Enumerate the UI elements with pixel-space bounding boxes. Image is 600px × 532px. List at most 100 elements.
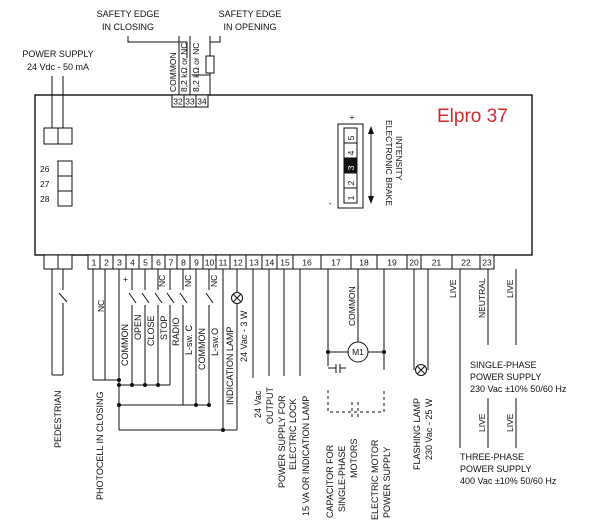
brake-cell-1 xyxy=(343,187,358,204)
brake-num-4: 4 xyxy=(346,150,356,155)
label-plus: + xyxy=(123,274,128,284)
terminal-13-label: 13 xyxy=(249,258,259,268)
top-label-34: 8,2 kΩ or NC xyxy=(191,43,201,92)
label-ps-for-2: ELECTRIC LOCK xyxy=(288,398,298,470)
ped-connector-left xyxy=(43,254,59,270)
label-cap-1: CAPACITOR FOR xyxy=(325,444,335,518)
brake-num-3: 3 xyxy=(346,165,356,170)
safety-opening-label-2: IN OPENING xyxy=(223,22,276,32)
safety-closing-label-1: SAFETY EDGE xyxy=(97,9,160,19)
three-phase-1: THREE-PHASE xyxy=(460,452,524,462)
terminal-10-label: 10 xyxy=(205,258,215,268)
label-lsw-c: L-sw. C xyxy=(184,324,194,355)
label-lsw-o: L-sw.O xyxy=(210,328,220,356)
ps-connector-right xyxy=(57,127,73,145)
switch-stop xyxy=(154,269,163,385)
safety-opening-label-1: SAFETY EDGE xyxy=(219,9,282,19)
label-nc-stop: NC xyxy=(157,275,167,287)
lswc-contact xyxy=(179,292,188,304)
close-contact xyxy=(141,292,150,304)
brake-arrow-up xyxy=(368,126,374,134)
motor-label: M1 xyxy=(352,347,364,357)
label-live-3: LIVE xyxy=(477,413,487,432)
junction-dot xyxy=(117,403,121,407)
ped-connector-right xyxy=(57,254,73,270)
terminal-3-label: 3 xyxy=(117,258,122,268)
brake-plus: + xyxy=(350,112,355,122)
switch-lsw-o xyxy=(205,269,214,405)
ps-connector-left xyxy=(43,127,59,145)
power-supply-label-1: POWER SUPPLY xyxy=(22,49,93,59)
label-close: CLOSE xyxy=(146,315,156,346)
label-neutral: NEUTRAL xyxy=(477,278,487,318)
junction-dot xyxy=(143,383,147,387)
terminal-4-label: 4 xyxy=(130,258,135,268)
label-out-1: 24 Vac xyxy=(253,390,263,418)
brake-minus: - xyxy=(329,198,332,208)
resistor-34 xyxy=(205,55,215,74)
terminal-6-label: 6 xyxy=(156,258,161,268)
safety-closing-label-2: IN CLOSING xyxy=(102,22,154,32)
lamp-cross-2 xyxy=(232,293,242,303)
terminal-17-label: 17 xyxy=(331,258,341,268)
label-out-2: OUTPUT xyxy=(265,387,275,425)
stop-contact xyxy=(154,292,163,304)
radio-contact xyxy=(166,292,175,304)
terminal-5-label: 5 xyxy=(143,258,148,268)
label-ps-for-1: POWER SUPPLY FOR xyxy=(277,395,287,488)
three-phase-2: POWER SUPPLY xyxy=(460,464,531,474)
lswo-contact xyxy=(205,292,214,304)
terminal-20-label: 20 xyxy=(409,258,419,268)
terminal-14-label: 14 xyxy=(265,258,275,268)
brake-num-2: 2 xyxy=(346,180,356,185)
label-cap-2: SINGLE-PHASE xyxy=(337,445,347,512)
safety-closing-leader xyxy=(127,36,188,58)
top-label-common: COMMON xyxy=(168,52,178,92)
label-nc-lso: NC xyxy=(209,275,219,287)
terminal-19-label: 19 xyxy=(387,258,397,268)
terminal-1-label: 1 xyxy=(92,258,97,268)
terminal-21-label: 21 xyxy=(432,258,442,268)
brake-selector: + - 5 4 3 2 1 ELECTRONIC BRAKE INTENSITY xyxy=(329,112,404,209)
brake-num-1: 1 xyxy=(346,195,356,200)
label-nc-lsc: NC xyxy=(183,275,193,287)
label-nc-1: NC xyxy=(96,300,106,312)
terminal-9-label: 9 xyxy=(194,258,199,268)
open-contact xyxy=(128,292,137,304)
terminal-27-label: 27 xyxy=(40,179,50,189)
power-supply-label-2: 24 Vdc - 50 mA xyxy=(27,62,89,72)
top-terminal-block: 32 33 34 xyxy=(171,94,209,108)
terminal-23 xyxy=(479,254,495,270)
top-label-33: 8,2 kΩ or NC xyxy=(179,43,189,92)
label-live-1: LIVE xyxy=(448,279,458,298)
label-open: OPEN xyxy=(133,314,143,340)
junction-dot xyxy=(194,403,198,407)
board-title: Elpro 37 xyxy=(437,106,508,127)
terminal-34-label: 34 xyxy=(197,97,207,107)
terminal-27 xyxy=(57,175,73,192)
junction-dot xyxy=(221,428,225,432)
junction-dot xyxy=(117,383,121,387)
label-live-2: LIVE xyxy=(505,279,515,298)
label-cap-3: MOTORS xyxy=(349,439,359,478)
label-ind-lamp-2: 24 Vac - 3 W xyxy=(239,310,249,362)
switch-radio xyxy=(166,269,175,385)
label-motor-2: POWER SUPPLY xyxy=(382,447,392,518)
terminal-33-label: 33 xyxy=(185,97,195,107)
three-phase-3: 400 Vac ±10% 50/60 Hz xyxy=(460,476,557,486)
terminal-7-label: 7 xyxy=(169,258,174,268)
brake-num-5: 5 xyxy=(346,135,356,140)
terminal-11-label: 11 xyxy=(219,258,228,268)
terminal-28 xyxy=(57,190,73,207)
label-stop: STOP xyxy=(159,316,169,340)
terminal-23-label: 23 xyxy=(482,258,492,268)
label-photocell: PHOTOCELL IN CLOSING xyxy=(95,391,105,500)
terminal-15-label: 15 xyxy=(280,258,290,268)
terminal-32-label: 32 xyxy=(173,97,183,107)
terminal-16-label: 16 xyxy=(302,258,312,268)
terminal-26 xyxy=(57,160,73,177)
label-pedestrian: PEDESTRIAN xyxy=(53,390,63,448)
terminal-18-label: 18 xyxy=(359,258,369,268)
